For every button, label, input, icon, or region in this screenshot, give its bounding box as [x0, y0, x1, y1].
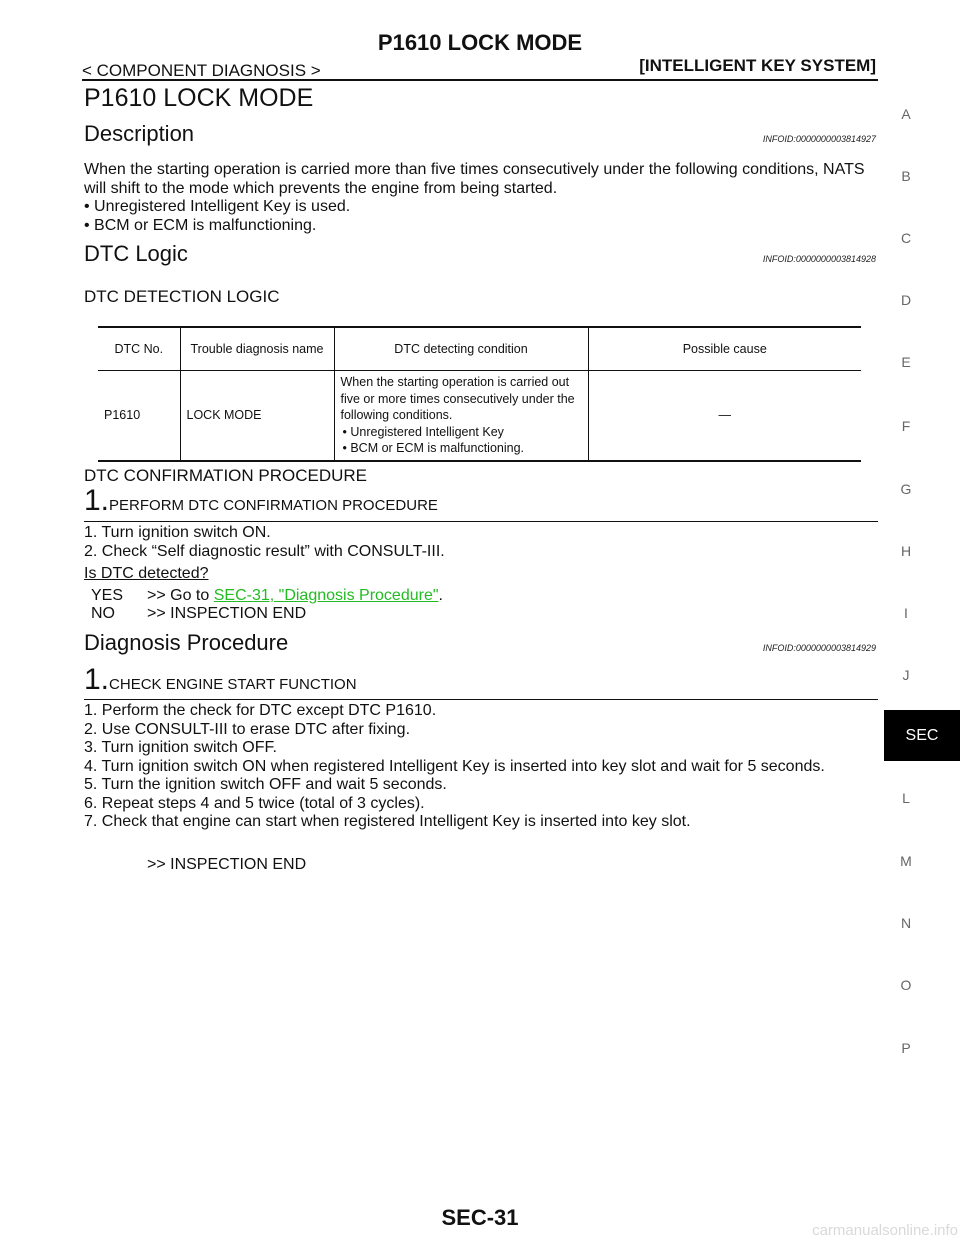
index-letter-h[interactable]: H: [900, 543, 912, 559]
description-paragraph: When the starting operation is carried m…: [84, 161, 865, 235]
dtc-table: DTC No. Trouble diagnosis name DTC detec…: [98, 326, 861, 462]
no-answer: >> INSPECTION END: [147, 605, 307, 622]
index-letter-b[interactable]: B: [901, 168, 911, 184]
step-title: PERFORM DTC CONFIRMATION PROCEDURE: [109, 497, 438, 514]
index-letter-a[interactable]: A: [901, 106, 911, 122]
index-letter-n[interactable]: N: [900, 915, 912, 931]
confirmation-steps: 1. Turn ignition switch ON. 2. Check “Se…: [84, 524, 445, 561]
dtc-logic-infoid: INFOID:0000000003814928: [762, 254, 876, 264]
step-title: CHECK ENGINE START FUNCTION: [109, 676, 357, 693]
index-letter-d[interactable]: D: [900, 292, 912, 308]
dtc-detection-heading: DTC DETECTION LOGIC: [84, 287, 280, 306]
confirmation-step: 1.PERFORM DTC CONFIRMATION PROCEDURE: [84, 484, 438, 518]
condition-line: five or more times consecutively under t…: [340, 391, 575, 406]
index-letter-e[interactable]: E: [901, 354, 911, 370]
procedure-item: 2. Use CONSULT-III to erase DTC after fi…: [84, 720, 411, 738]
procedure-item: 2. Check “Self diagnostic result” with C…: [84, 542, 445, 560]
condition-bullet: • BCM or ECM is malfunctioning.: [342, 441, 525, 455]
trouble-name-cell: LOCK MODE: [179, 370, 334, 461]
header-system: [INTELLIGENT KEY SYSTEM]: [639, 56, 876, 75]
description-infoid: INFOID:0000000003814927: [762, 134, 876, 144]
procedure-item: 6. Repeat steps 4 and 5 twice (total of …: [84, 794, 425, 812]
procedure-item: 3. Turn ignition switch OFF.: [84, 739, 277, 756]
index-letter-l[interactable]: L: [902, 790, 910, 806]
watermark: carmanualsonline.info: [812, 1222, 958, 1239]
table-header-row: DTC No. Trouble diagnosis name DTC detec…: [98, 327, 861, 371]
procedure-item: 1. Turn ignition switch ON.: [84, 524, 271, 541]
step-rule: [84, 699, 878, 700]
procedure-item: 1. Perform the check for DTC except DTC …: [84, 702, 437, 719]
description-line: will shift to the mode which prevents th…: [84, 179, 558, 197]
procedure-item: 5. Turn the ignition switch OFF and wait…: [84, 776, 447, 793]
column-header: Trouble diagnosis name: [179, 327, 334, 371]
dtc-logic-heading: DTC Logic: [84, 241, 188, 266]
index-letter-f[interactable]: F: [901, 418, 911, 434]
yes-answer: >> Go to SEC-31, "Diagnosis Procedure".: [147, 587, 443, 606]
diagnosis-infoid: INFOID:0000000003814929: [762, 643, 876, 653]
description-bullet: • Unregistered Intelligent Key is used.: [84, 198, 351, 215]
index-letter-g[interactable]: G: [900, 481, 912, 497]
yes-answer-text: >> Go to: [147, 587, 214, 604]
header-rule: [82, 79, 878, 81]
page-number: SEC-31: [441, 1205, 519, 1230]
question-text: Is DTC detected?: [84, 565, 209, 582]
dtc-number-cell: P1610: [104, 408, 141, 423]
page-title: P1610 LOCK MODE: [84, 84, 314, 112]
sec-tab[interactable]: SEC: [884, 710, 960, 761]
index-letter-i[interactable]: I: [904, 605, 908, 621]
detecting-condition-cell: When the starting operation is carried o…: [333, 370, 588, 461]
diagnosis-end: >> INSPECTION END: [147, 856, 307, 873]
index-letter-o[interactable]: O: [900, 977, 912, 993]
diagnosis-steps: 1. Perform the check for DTC except DTC …: [84, 702, 825, 832]
column-header: DTC No.: [98, 327, 180, 371]
index-letter-m[interactable]: M: [900, 853, 912, 869]
dtc-confirmation-heading: DTC CONFIRMATION PROCEDURE: [84, 466, 368, 485]
description-heading: Description: [84, 121, 195, 146]
step-number: 1.: [84, 484, 110, 517]
header-section: < COMPONENT DIAGNOSIS >: [82, 61, 321, 80]
yes-answer-end: .: [438, 587, 443, 604]
possible-cause-cell: —: [587, 370, 861, 461]
description-line: When the starting operation is carried m…: [84, 161, 865, 178]
yes-label: YES: [91, 587, 124, 604]
step-number: 1.: [84, 663, 110, 696]
index-letter-p[interactable]: P: [901, 1040, 911, 1056]
description-bullet: • BCM or ECM is malfunctioning.: [84, 216, 317, 234]
diagnosis-heading: Diagnosis Procedure: [84, 630, 289, 655]
step-rule: [84, 521, 878, 522]
header-title: P1610 LOCK MODE: [377, 30, 583, 55]
diagnosis-step: 1.CHECK ENGINE START FUNCTION: [84, 663, 357, 697]
column-header: DTC detecting condition: [333, 327, 588, 371]
condition-line: When the starting operation is carried o…: [340, 375, 570, 389]
index-letter-j[interactable]: J: [902, 667, 910, 683]
procedure-item: 7. Check that engine can start when regi…: [84, 813, 691, 830]
no-label: NO: [91, 605, 115, 622]
condition-bullet: • Unregistered Intelligent Key: [342, 424, 504, 439]
index-letter-c[interactable]: C: [900, 230, 912, 246]
procedure-item: 4. Turn ignition switch ON when register…: [84, 757, 825, 775]
diagnosis-procedure-link[interactable]: SEC-31, "Diagnosis Procedure": [213, 587, 439, 604]
column-header: Possible cause: [587, 327, 861, 371]
table-row: P1610 LOCK MODE When the starting operat…: [98, 370, 861, 461]
condition-line: following conditions.: [340, 408, 453, 422]
